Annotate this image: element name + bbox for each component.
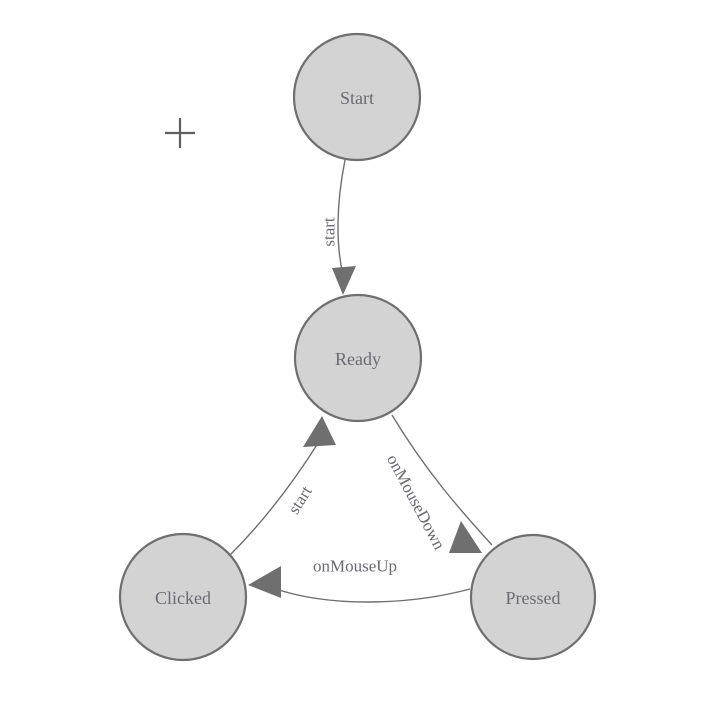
edge-ready-to-pressed-path[interactable] bbox=[391, 414, 493, 546]
edge-start-to-ready-arrowhead bbox=[332, 266, 356, 295]
edge-pressed-to-clicked-path[interactable] bbox=[272, 587, 471, 603]
node-start-circle[interactable] bbox=[292, 32, 422, 162]
edge-ready-to-pressed-arrowhead bbox=[449, 521, 482, 553]
edge-label-pressed-to-clicked: onMouseUp bbox=[313, 557, 397, 576]
node-clicked-label: Clicked bbox=[155, 588, 211, 608]
edge-clicked-to-ready-path[interactable] bbox=[229, 439, 321, 556]
edge-label-ready-to-pressed: onMouseDown bbox=[383, 451, 449, 553]
edge-clicked-to-ready-arrowhead bbox=[303, 416, 336, 447]
node-clicked[interactable]: Clicked bbox=[118, 532, 248, 662]
node-pressed-label: Pressed bbox=[506, 588, 561, 608]
node-ready-label: Ready bbox=[335, 349, 381, 369]
node-pressed-circle[interactable] bbox=[469, 533, 597, 661]
edge-ready-to-pressed[interactable]: onMouseDown bbox=[383, 414, 493, 553]
node-start-label: Start bbox=[340, 88, 374, 108]
edge-label-start-to-ready: start bbox=[320, 217, 339, 247]
edge-start-to-ready-path[interactable] bbox=[337, 159, 346, 276]
edge-clicked-to-ready[interactable]: start bbox=[229, 416, 336, 556]
node-clicked-circle[interactable] bbox=[118, 532, 248, 662]
node-ready[interactable]: Ready bbox=[293, 293, 423, 423]
node-ready-circle[interactable] bbox=[293, 293, 423, 423]
edge-pressed-to-clicked-arrowhead bbox=[248, 566, 281, 598]
edge-pressed-to-clicked[interactable]: onMouseUp bbox=[248, 557, 471, 603]
node-pressed[interactable]: Pressed bbox=[469, 533, 597, 661]
crosshair-icon[interactable] bbox=[165, 118, 195, 148]
edge-label-clicked-to-ready: start bbox=[284, 482, 316, 517]
edge-start-to-ready[interactable]: start bbox=[320, 159, 357, 295]
node-start[interactable]: Start bbox=[292, 32, 422, 162]
